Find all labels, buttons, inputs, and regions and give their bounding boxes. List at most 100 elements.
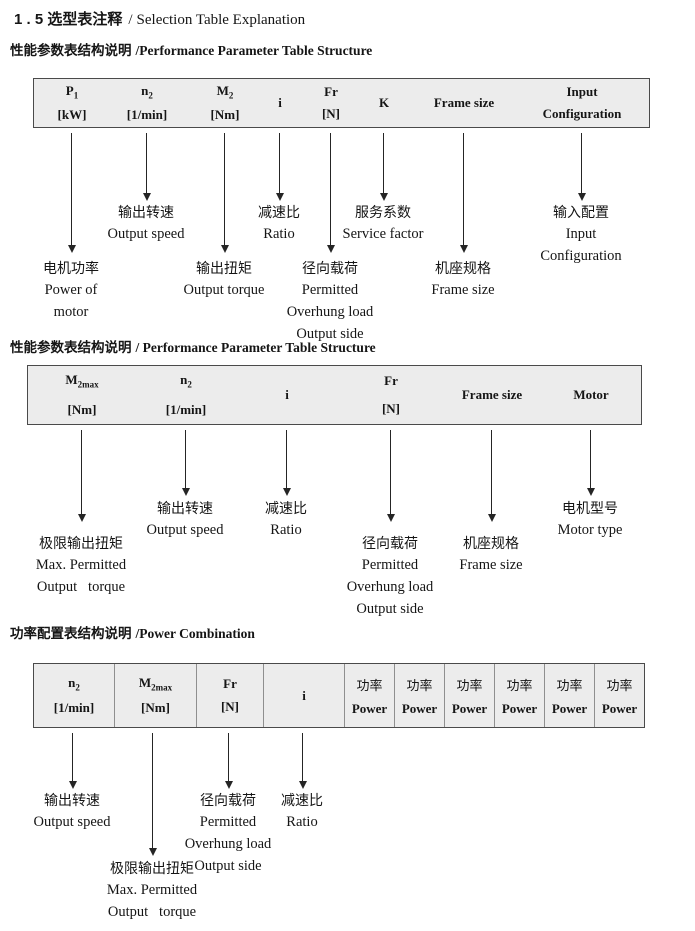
t2-col-m2max: M2max [Nm]: [37, 366, 127, 424]
t1-col-p1-symbol: P1: [65, 83, 79, 101]
callout-max-output-torque: 极限输出扭矩 Max. Permitted Output torque: [106, 860, 198, 920]
down-arrow: [142, 133, 151, 201]
callout-input-configuration: 输入配置 Input Configuration: [540, 204, 622, 264]
t3-col-fr-unit: [N]: [220, 699, 240, 714]
down-arrow: [487, 430, 496, 522]
page-title-separator: /: [128, 12, 133, 28]
t2-col-n2: n2 [1/min]: [141, 366, 231, 424]
t2-col-i-symbol: i: [285, 387, 289, 402]
callout-ratio: 减速比 Ratio: [258, 204, 300, 242]
callout-ratio: 减速比 Ratio: [265, 500, 307, 538]
section2-heading-en: / Performance Parameter Table Structure: [135, 340, 376, 355]
callout-overhung-load: 径向载荷 Permitted Overhung load Output side: [184, 792, 272, 874]
down-arrow: [220, 133, 229, 253]
down-arrow: [148, 733, 157, 856]
t1-col-fr-symbol: Fr: [324, 84, 338, 99]
down-arrow: [68, 733, 77, 789]
callout-output-torque: 输出扭矩 Output torque: [183, 260, 265, 298]
t3-col-n2-unit: [1/min]: [53, 699, 95, 715]
section3-heading-zh: 功率配置表结构说明: [10, 626, 132, 641]
t3-col-m2max-unit: [Nm]: [141, 699, 170, 715]
down-arrow: [586, 430, 595, 496]
down-arrow: [282, 430, 291, 496]
page-title: 1 . 5 选型表注释 /Selection Table Explanation: [14, 8, 305, 29]
t2-col-frame-size: Frame size: [447, 366, 537, 424]
section1-heading-zh: 性能参数表结构说明: [10, 43, 132, 58]
section1-heading-en: /Performance Parameter Table Structure: [135, 43, 373, 58]
t1-col-input-label: Input: [566, 84, 598, 99]
t2-col-fr-symbol: Fr: [384, 373, 398, 388]
down-arrow: [224, 733, 233, 789]
section2-heading-zh: 性能参数表结构说明: [10, 340, 132, 355]
down-arrow: [326, 133, 335, 253]
down-arrow: [67, 133, 76, 253]
t3-col-power-1: 功率 Power: [344, 664, 394, 727]
t1-col-k-symbol: K: [378, 95, 390, 110]
t2-col-m2max-symbol: M2max: [65, 372, 99, 390]
down-arrow: [459, 133, 468, 253]
section3-heading-en: /Power Combination: [135, 626, 255, 641]
t1-col-k: K: [339, 79, 429, 127]
page-title-en: Selection Table Explanation: [136, 12, 306, 28]
down-arrow: [386, 430, 395, 522]
callout-output-speed: 输出转速 Output speed: [107, 204, 185, 242]
t3-col-fr: Fr [N]: [196, 664, 263, 727]
t1-col-i: i: [235, 79, 325, 127]
callout-overhung-load: 径向载荷 Permitted Overhung load Output side: [286, 260, 374, 342]
t1-col-m2-unit: [Nm]: [210, 106, 240, 122]
down-arrow: [379, 133, 388, 201]
t1-col-p1: P1 [kW]: [27, 79, 117, 127]
t3-col-i: i: [263, 664, 344, 727]
t1-col-input-configuration: Input Configuration: [527, 79, 637, 127]
callout-output-speed: 输出转速 Output speed: [146, 500, 224, 538]
page-title-zh: 1 . 5 选型表注释: [14, 11, 123, 28]
callout-overhung-load: 径向载荷 Permitted Overhung load Output side: [346, 535, 434, 617]
t1-col-frame-size: Frame size: [419, 79, 509, 127]
down-arrow: [577, 133, 586, 201]
down-arrow: [77, 430, 86, 522]
t3-col-power-6: 功率 Power: [594, 664, 644, 727]
t2-col-fr-unit: [N]: [381, 401, 401, 416]
t3-col-power-3: 功率 Power: [444, 664, 494, 727]
callout-power-of-motor: 电机功率 Power of motor: [43, 260, 99, 320]
section1-heading: 性能参数表结构说明/Performance Parameter Table St…: [10, 39, 372, 59]
callout-ratio: 减速比 Ratio: [281, 792, 323, 830]
down-arrow: [298, 733, 307, 789]
callout-motor-type: 电机型号 Motor type: [557, 500, 623, 538]
t2-col-fr: Fr [N]: [346, 366, 436, 424]
down-arrow: [181, 430, 190, 496]
t1-col-i-symbol: i: [278, 95, 282, 110]
t3-col-n2-symbol: n2: [68, 675, 80, 693]
t1-col-n2-symbol: n2: [141, 83, 153, 101]
t1-col-n2: n2 [1/min]: [102, 79, 192, 127]
section3-heading: 功率配置表结构说明/Power Combination: [10, 622, 255, 642]
t3-col-fr-symbol: Fr: [223, 676, 237, 691]
t3-col-power-4: 功率 Power: [494, 664, 544, 727]
t3-col-i-symbol: i: [302, 687, 306, 703]
t1-col-m2-symbol: M2: [216, 83, 234, 101]
callout-max-output-torque: 极限输出扭矩 Max. Permitted Output torque: [35, 535, 127, 595]
t3-col-power-5: 功率 Power: [544, 664, 594, 727]
t1-col-p1-unit: [kW]: [57, 106, 87, 122]
power-combination-table-header: n2 [1/min] M2max [Nm] Fr [N] i 功率 Power …: [33, 663, 645, 728]
performance-table-1-header: P1 [kW] n2 [1/min] M2 [Nm] i Fr [N] K Fr…: [33, 78, 650, 128]
t2-col-n2-unit: [1/min]: [165, 401, 207, 417]
callout-output-speed: 输出转速 Output speed: [33, 792, 111, 830]
t1-col-fr-unit: [N]: [321, 106, 341, 121]
section2-heading: 性能参数表结构说明/ Performance Parameter Table S…: [10, 336, 376, 356]
t2-col-n2-symbol: n2: [180, 372, 192, 390]
t2-col-m2max-unit: [Nm]: [67, 401, 97, 417]
t1-col-configuration-label: Configuration: [542, 106, 622, 121]
t1-col-m2: M2 [Nm]: [180, 79, 270, 127]
t1-col-n2-unit: [1/min]: [126, 106, 168, 122]
t3-col-m2max-symbol: M2max: [138, 675, 173, 693]
t3-col-m2max: M2max [Nm]: [114, 664, 196, 727]
callout-frame-size: 机座规格 Frame size: [459, 535, 523, 573]
t2-col-i: i: [242, 366, 332, 424]
t1-col-fr: Fr [N]: [286, 79, 376, 127]
callout-frame-size: 机座规格 Frame size: [431, 260, 495, 298]
t3-col-n2: n2 [1/min]: [34, 664, 114, 727]
down-arrow: [275, 133, 284, 201]
performance-table-2-header: M2max [Nm] n2 [1/min] i Fr [N] Frame siz…: [27, 365, 642, 425]
